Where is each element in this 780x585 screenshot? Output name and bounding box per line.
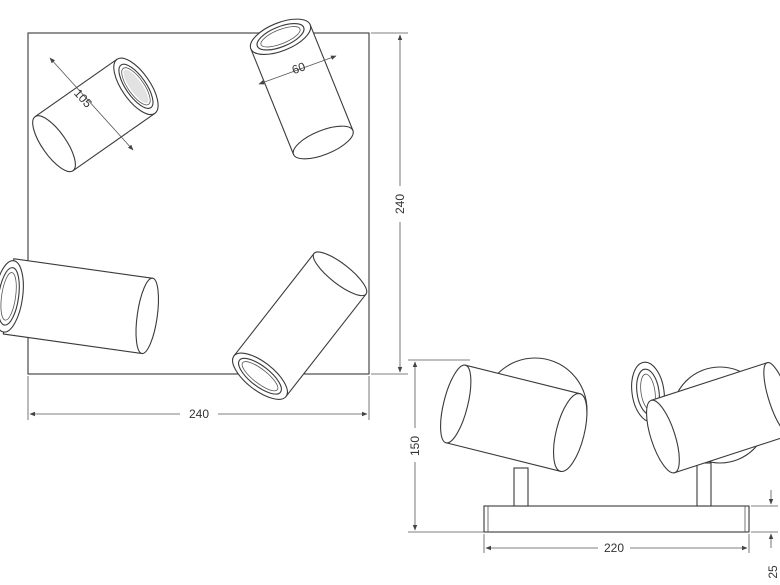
side-height-label: 150 — [408, 436, 422, 456]
base-width-label: 220 — [604, 541, 624, 555]
dimension-base-thickness: 25 — [751, 490, 780, 579]
base-thickness-label: 25 — [766, 565, 780, 579]
side-base-plate — [483, 505, 750, 533]
height-label: 240 — [393, 194, 407, 214]
spotlight-top-right — [249, 18, 354, 160]
width-label: 240 — [189, 407, 209, 421]
right-spot-body — [646, 362, 780, 474]
dimension-base-width: 220 — [483, 534, 750, 555]
dimension-spot-diameter: 60 — [258, 55, 337, 85]
side-view: 150 220 25 — [408, 357, 780, 579]
left-spot-body — [440, 364, 588, 473]
top-view: 105 60 240 240 — [0, 18, 408, 421]
dimension-height: 240 — [371, 32, 408, 375]
square-base-plate — [27, 32, 370, 375]
spotlight-bottom-right — [232, 251, 368, 400]
right-mount-stem — [696, 462, 712, 507]
dimension-width: 240 — [27, 376, 370, 421]
spotlight-bottom-left — [0, 258, 160, 355]
left-mount-stem — [513, 467, 529, 507]
dimension-side-height: 150 — [408, 359, 484, 533]
spotlight-top-left — [32, 57, 159, 173]
spot-diameter-label: 60 — [290, 59, 308, 77]
